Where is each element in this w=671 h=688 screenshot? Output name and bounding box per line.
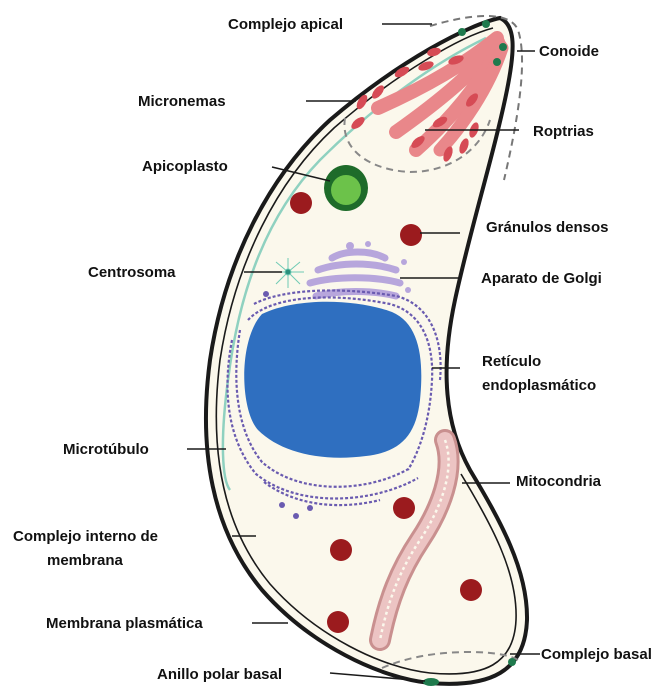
apical-dot: [499, 43, 507, 51]
dense-granule: [290, 192, 312, 214]
apical-dot: [493, 58, 501, 66]
dense-granule: [460, 579, 482, 601]
nucleus: [244, 302, 421, 458]
label-reticulo-2: endoplasmático: [482, 377, 596, 394]
label-apicoplasto: Apicoplasto: [142, 158, 228, 175]
label-reticulo-1: Retículo: [482, 353, 541, 370]
label-microtubulo: Microtúbulo: [63, 441, 149, 458]
dense-granule: [330, 539, 352, 561]
apicoplast: [324, 165, 368, 211]
label-complejo-interno-1: Complejo interno de: [13, 528, 158, 545]
label-anillo-polar-basal: Anillo polar basal: [157, 666, 282, 683]
basal-ring: [423, 678, 439, 686]
apicoplast-inner: [331, 175, 361, 205]
dense-granule: [400, 224, 422, 246]
label-membrana-plasmatica: Membrana plasmática: [46, 615, 203, 632]
label-complejo-apical: Complejo apical: [228, 16, 343, 33]
label-granulos-densos: Gránulos densos: [486, 219, 609, 236]
basal-dot: [508, 658, 516, 666]
apical-dot: [458, 28, 466, 36]
dense-granule: [327, 611, 349, 633]
label-conoide: Conoide: [539, 43, 599, 60]
apical-dot: [482, 20, 490, 28]
label-micronemas: Micronemas: [138, 93, 226, 110]
label-mitocondria: Mitocondria: [516, 473, 602, 490]
label-aparato-golgi: Aparato de Golgi: [481, 270, 602, 287]
label-roptrias: Roptrias: [533, 123, 594, 140]
label-complejo-basal: Complejo basal: [541, 646, 652, 663]
dense-granule: [393, 497, 415, 519]
label-complejo-interno-2: membrana: [47, 552, 124, 569]
label-centrosoma: Centrosoma: [88, 264, 176, 281]
